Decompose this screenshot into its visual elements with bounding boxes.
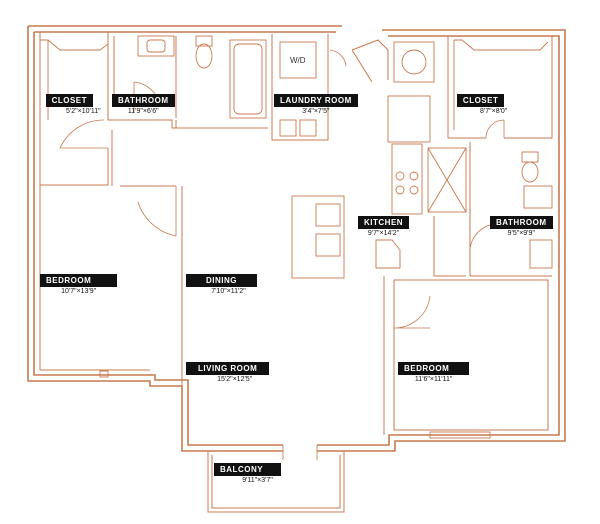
- label-bedroom-right: BEDROOM 11'6"×11'11": [398, 362, 470, 383]
- room-dimensions: 9'7"×14'2": [367, 230, 400, 237]
- label-laundry: LAUNDRY ROOM 3'4"×7'5": [274, 94, 358, 115]
- closet-left: [39, 32, 109, 186]
- label-dining: DINING 7'10"×11'2": [186, 274, 257, 295]
- balcony: [207, 445, 345, 513]
- room-dimensions: 10'7"×13'9": [61, 288, 97, 295]
- room-name: BALCONY: [214, 463, 282, 476]
- room-dimensions: 5'2"×10'11": [66, 108, 101, 115]
- label-closet-right: CLOSET 8'7"×8'0": [454, 94, 507, 115]
- room-name: BEDROOM: [40, 274, 118, 287]
- label-bedroom-left: BEDROOM 10'7"×13'9": [40, 274, 118, 295]
- room-dimensions: 7'10"×11'2": [211, 288, 246, 295]
- label-bathroom-left: BATHROOM 11'9"×6'6": [112, 94, 175, 115]
- room-name: KITCHEN: [358, 216, 410, 229]
- room-name: BATHROOM: [112, 94, 175, 107]
- label-kitchen: KITCHEN 9'7"×14'2": [358, 216, 410, 237]
- room-dimensions: 9'5"×9'9": [507, 230, 535, 237]
- room-name: CLOSET: [456, 94, 505, 107]
- room-dimensions: 9'11"×3'7": [242, 477, 273, 484]
- room-name: CLOSET: [45, 94, 94, 107]
- room-name: LIVING ROOM: [186, 362, 270, 375]
- room-dimensions: 11'9"×6'6": [127, 108, 159, 115]
- room-dimensions: 11'6"×11'11": [414, 376, 453, 383]
- bedroom-right: [393, 279, 549, 439]
- room-name: BEDROOM: [398, 362, 470, 375]
- room-name: DINING: [186, 274, 257, 287]
- kitchen: [291, 95, 467, 279]
- room-name: LAUNDRY ROOM: [274, 94, 358, 107]
- living-dining-walls: [175, 120, 385, 445]
- label-balcony: BALCONY 9'11"×3'7": [214, 463, 282, 484]
- room-dimensions: 3'4"×7'5": [302, 108, 330, 115]
- washer-dryer-label: W/D: [290, 56, 306, 65]
- label-closet-left: CLOSET 5'2"×10'11": [38, 94, 101, 115]
- room-name: BATHROOM: [490, 216, 553, 229]
- entry-and-closet-right: [351, 36, 553, 139]
- room-dimensions: 15'2"×12'5": [217, 376, 253, 383]
- label-bathroom-right: BATHROOM 9'5"×9'9": [490, 216, 553, 237]
- label-living-room: LIVING ROOM 15'2"×12'5": [186, 362, 270, 383]
- outer-walls: [27, 25, 566, 452]
- bathroom-right: [469, 142, 553, 277]
- room-dimensions: 8'7"×8'0": [480, 108, 508, 115]
- laundry-room: W/D: [271, 34, 347, 141]
- bathroom-left: [107, 35, 268, 129]
- bedroom-left: [39, 130, 177, 378]
